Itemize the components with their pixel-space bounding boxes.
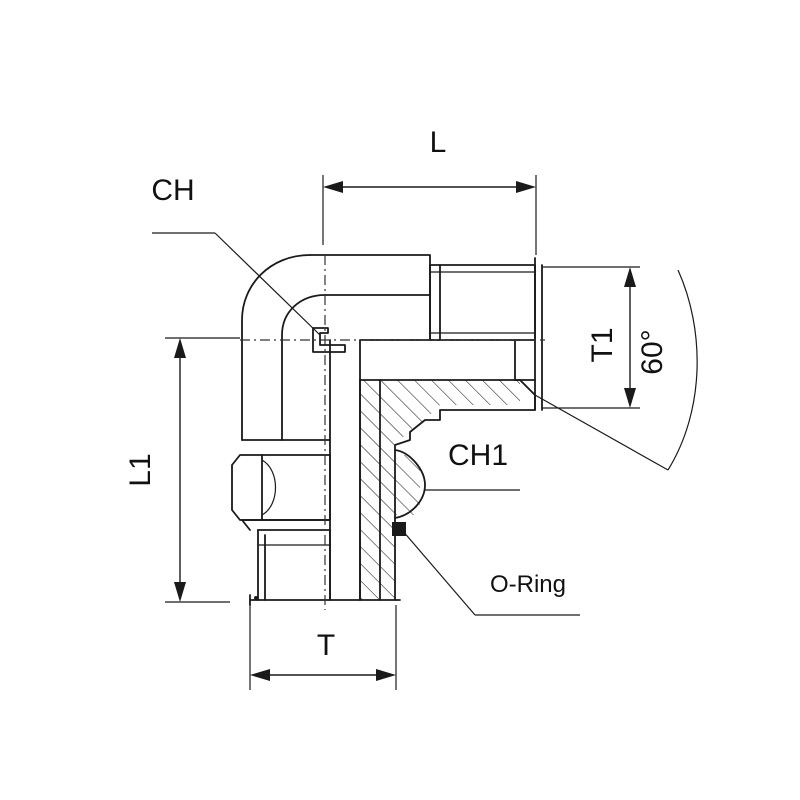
o-ring-shape (392, 522, 406, 536)
angle-60 (534, 269, 698, 471)
hex-nut-ch1 (231, 449, 426, 531)
leader-o-ring (401, 529, 580, 616)
label-l: L (430, 126, 447, 159)
dimension-l1 (165, 337, 240, 603)
dimension-t (249, 605, 397, 690)
dimension-l (322, 175, 537, 255)
center-lines (240, 255, 545, 610)
label-angle: 60° (636, 329, 669, 374)
label-t: T (317, 629, 335, 662)
hatched-section (359, 379, 536, 601)
label-o-ring: O-Ring (490, 571, 566, 598)
male-thread-t1 (429, 257, 543, 411)
leader-ch (152, 232, 321, 336)
label-ch1: CH1 (448, 439, 508, 472)
label-l1: L1 (124, 453, 157, 486)
label-t1: T1 (586, 327, 619, 362)
label-ch: CH (151, 174, 194, 207)
swivel-detail (312, 327, 346, 353)
